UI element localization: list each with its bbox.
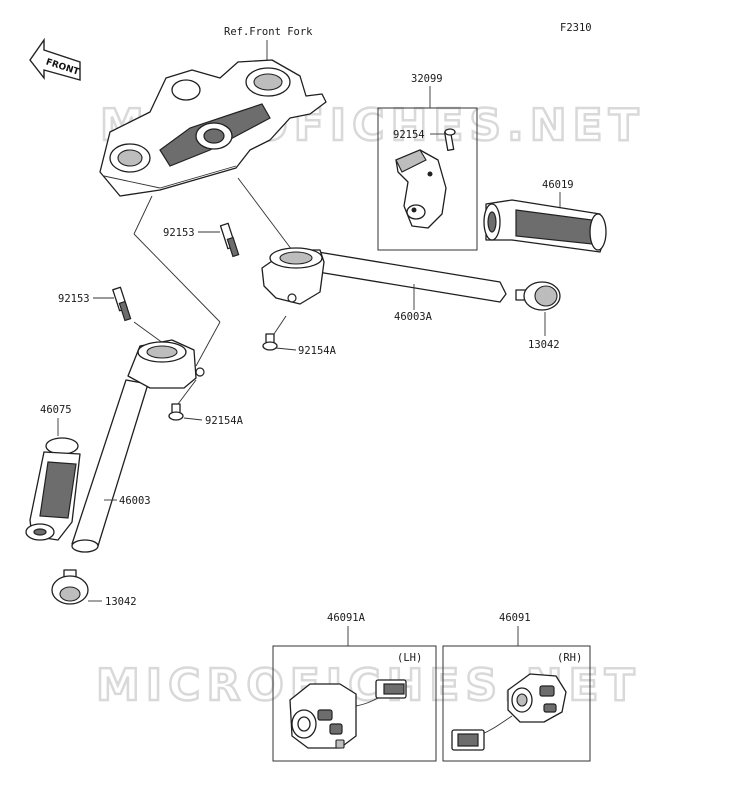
screw-92154 [444,128,456,152]
label-46091: 46091 [499,612,531,624]
right-grip-46019 [483,199,607,253]
label-92153-left: 92153 [58,293,90,305]
label-46003A: 46003A [394,311,433,323]
label-lh: (LH) [397,652,422,664]
right-handlebar-46003A [261,247,507,305]
guide-line-7 [177,379,197,405]
bar-end-13042-right [515,281,561,311]
front-arrow-icon: FRONT [29,37,81,81]
figure-code: F2310 [560,22,592,34]
label-32099: 32099 [411,73,443,85]
label-13042-left: 13042 [105,596,137,608]
label-46003: 46003 [119,495,151,507]
label-46091A: 46091A [327,612,366,624]
label-92154A-right: 92154A [298,345,337,357]
label-46019: 46019 [542,179,574,191]
label-92154: 92154 [393,129,425,141]
label-13042-right: 13042 [528,339,560,351]
screw-92153-left [112,286,132,322]
screw-92154A-right [262,333,278,351]
guide-line-4 [237,177,293,251]
label-ref-front-fork: Ref.Front Fork [224,26,313,38]
rh-switch-box [442,645,591,762]
leader-92154A-left [183,417,203,421]
guide-line-1 [133,195,153,235]
guide-line-5 [273,315,287,335]
label-rh: (RH) [557,652,582,664]
lh-switch-46091A [289,679,407,749]
screw-92154A-left [168,403,184,421]
screw-92153-upper [219,222,240,258]
label-92154A-left: 92154A [205,415,244,427]
rh-switch-46091 [451,673,567,751]
label-92153-upper: 92153 [163,227,195,239]
bar-end-13042-left [51,569,89,605]
label-46075: 46075 [40,404,72,416]
left-handlebar-46003 [71,339,205,553]
guide-line-3 [195,321,221,367]
upper-triple-clamp [99,59,327,197]
throttle-housing-32099 [395,149,447,229]
leader-92154A-right [275,347,297,351]
left-grip-46075 [25,437,81,541]
throttle-housing-box [377,107,478,251]
lh-switch-box [272,645,437,762]
guide-line-2 [133,233,221,323]
